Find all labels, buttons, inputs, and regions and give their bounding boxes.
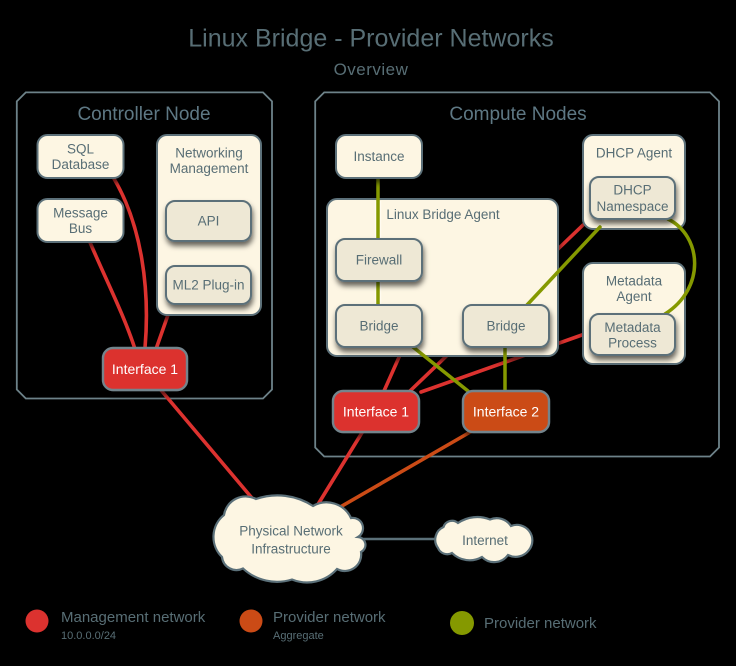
svg-text:Namespace: Namespace — [596, 199, 668, 214]
svg-text:API: API — [198, 214, 220, 229]
svg-text:Bridge: Bridge — [359, 319, 398, 334]
svg-text:Infrastructure: Infrastructure — [251, 542, 331, 557]
svg-text:Message: Message — [53, 206, 108, 221]
svg-text:Interface 1: Interface 1 — [343, 404, 409, 420]
svg-text:Firewall: Firewall — [356, 253, 403, 268]
svg-text:DHCP Agent: DHCP Agent — [596, 146, 673, 161]
svg-text:ML2 Plug-in: ML2 Plug-in — [172, 278, 244, 293]
svg-text:Agent: Agent — [616, 289, 652, 304]
svg-text:10.0.0.0/24: 10.0.0.0/24 — [61, 630, 116, 642]
svg-text:Database: Database — [52, 157, 110, 172]
svg-text:Interface 2: Interface 2 — [473, 404, 539, 420]
svg-text:Provider network: Provider network — [273, 609, 386, 626]
svg-text:Compute Nodes: Compute Nodes — [449, 104, 586, 125]
svg-text:Networking: Networking — [175, 146, 243, 161]
svg-text:Metadata: Metadata — [606, 274, 663, 289]
svg-text:Controller Node: Controller Node — [77, 104, 210, 125]
svg-text:Metadata: Metadata — [604, 320, 661, 335]
svg-text:Bridge: Bridge — [486, 319, 525, 334]
svg-text:Bus: Bus — [69, 221, 93, 236]
svg-text:Management: Management — [170, 161, 249, 176]
svg-text:Internet: Internet — [462, 533, 508, 548]
svg-text:Overview: Overview — [334, 60, 409, 79]
svg-text:Instance: Instance — [353, 149, 404, 164]
svg-text:Physical Network: Physical Network — [239, 524, 343, 539]
svg-text:Linux Bridge - Provider Networ: Linux Bridge - Provider Networks — [188, 25, 553, 53]
svg-text:Provider network: Provider network — [484, 615, 597, 632]
svg-text:Management network: Management network — [61, 609, 206, 626]
svg-text:Interface 1: Interface 1 — [112, 361, 178, 377]
svg-text:Aggregate: Aggregate — [273, 630, 324, 642]
svg-text:Process: Process — [608, 336, 657, 351]
svg-text:SQL: SQL — [67, 142, 95, 157]
svg-text:DHCP: DHCP — [613, 183, 651, 198]
svg-text:Linux Bridge Agent: Linux Bridge Agent — [386, 207, 500, 222]
